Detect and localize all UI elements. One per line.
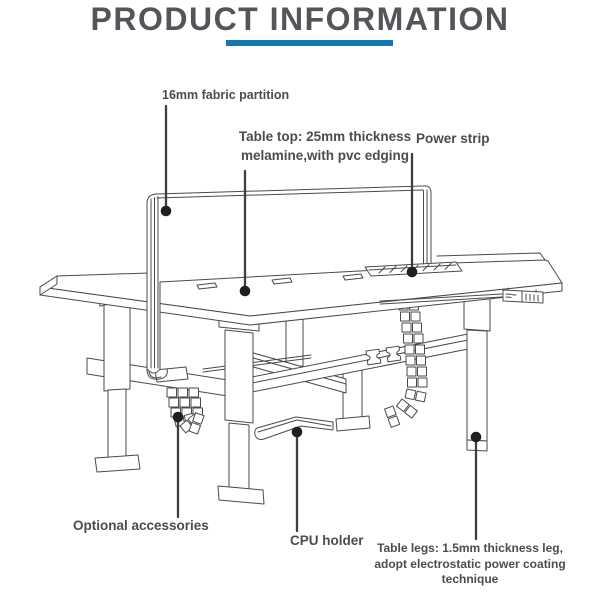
leader-lines <box>164 104 478 541</box>
dot-power-strip <box>406 266 418 278</box>
dot-legs <box>470 431 482 443</box>
desk-grommets <box>196 273 364 290</box>
callout-label-table-legs-line1: Table legs: 1.5mm thickness leg, <box>377 541 563 555</box>
dot-tabletop <box>239 285 251 297</box>
callout-label-optional-accessories: Optional accessories <box>73 518 209 533</box>
leg-right <box>463 292 491 452</box>
callout-label-tabletop-line1: Table top: 25mm thickness <box>238 129 412 144</box>
cable-spine-left <box>166 387 205 435</box>
callout-label-tabletop: Table top: 25mm thickness melamine,with … <box>236 127 414 165</box>
leader-dots <box>160 205 482 443</box>
callout-label-power-strip: Power strip <box>416 131 490 146</box>
callout-label-table-legs-line2: adopt electrostatic power coating techni… <box>374 556 566 587</box>
callout-label-tabletop-line2: melamine,with pvc edging <box>240 148 410 163</box>
callout-label-cpu-holder: CPU holder <box>290 533 364 548</box>
callout-label-partition: 16mm fabric partition <box>162 88 290 102</box>
partition-panel <box>146 185 432 380</box>
title-underline <box>226 40 393 46</box>
page-title: PRODUCT INFORMATION <box>90 1 510 37</box>
height-controller <box>502 287 544 304</box>
dot-optional <box>172 411 184 423</box>
dot-cpu <box>291 426 303 438</box>
leg-left-near <box>217 314 265 505</box>
callout-label-table-legs: Table legs: 1.5mm thickness leg, adopt e… <box>345 541 595 588</box>
dot-partition <box>160 205 172 217</box>
